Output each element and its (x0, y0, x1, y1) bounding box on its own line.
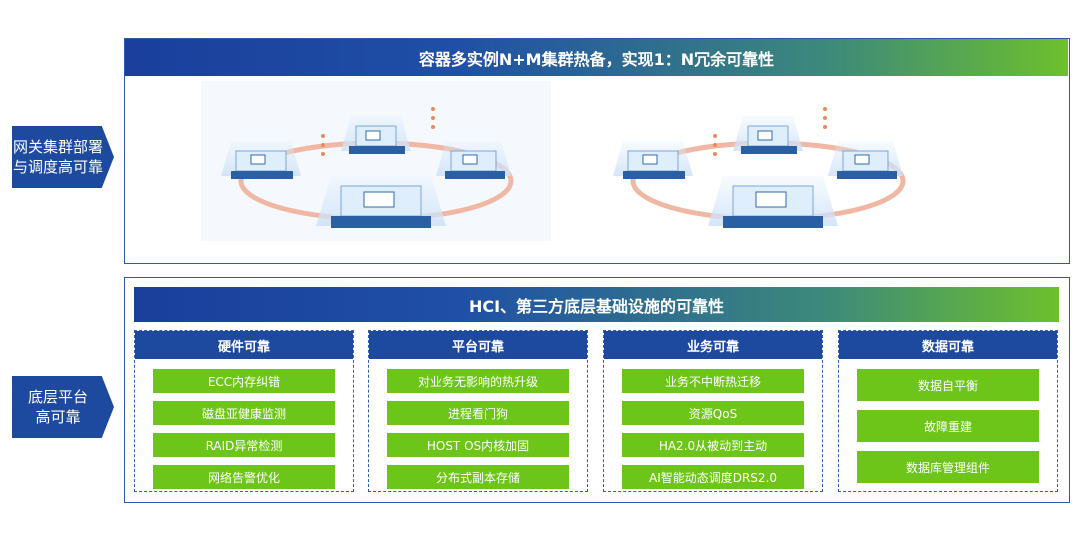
list-item: ECC内存纠错 (153, 369, 335, 393)
platform-banner-text: HCI、第三方底层基础设施的可靠性 (468, 296, 725, 316)
column-title: 业务可靠 (604, 331, 822, 359)
list-item: 业务不中断热迁移 (622, 369, 804, 393)
list-item: 磁盘亚健康监测 (153, 401, 335, 425)
list-item: AI智能动态调度DRS2.0 (622, 465, 804, 489)
list-item: 进程看门狗 (387, 401, 569, 425)
list-item: HA2.0从被动到主动 (622, 433, 804, 457)
column-data: 数据可靠 数据自平衡 故障重建 数据库管理组件 (838, 330, 1058, 492)
side-label-gateway-line1: 网关集群部署 (12, 138, 103, 156)
list-item: 数据库管理组件 (857, 451, 1039, 483)
server-device-icon (231, 150, 293, 179)
gateway-cluster-panel: 容器多实例N+M集群热备，实现1：N冗余可靠性 (124, 38, 1070, 264)
list-item: 故障重建 (857, 410, 1039, 442)
list-item: 对业务无影响的热升级 (387, 369, 569, 393)
list-item: 分布式副本存储 (387, 465, 569, 489)
list-item: 网络告警优化 (153, 465, 335, 489)
list-item: 数据自平衡 (857, 369, 1039, 401)
status-dots-icon (321, 107, 435, 156)
side-label-platform-line1: 底层平台 (27, 388, 88, 406)
platform-banner: HCI、第三方底层基础设施的可靠性 (134, 287, 1059, 322)
side-label-gateway-line2: 与调度高可靠 (12, 158, 103, 176)
side-label-gateway: 网关集群部署 与调度高可靠 (12, 126, 114, 188)
column-title: 数据可靠 (839, 331, 1057, 359)
gateway-banner-text: 容器多实例N+M集群热备，实现1：N冗余可靠性 (418, 49, 775, 69)
column-title: 平台可靠 (369, 331, 587, 359)
side-label-platform: 底层平台 高可靠 (12, 376, 114, 438)
column-platform: 平台可靠 对业务无影响的热升级 进程看门狗 HOST OS内核加固 分布式副本存… (368, 330, 588, 492)
column-business: 业务可靠 业务不中断热迁移 资源QoS HA2.0从被动到主动 AI智能动态调度… (603, 330, 823, 492)
server-cluster-icon-right (613, 107, 906, 228)
list-item: 资源QoS (622, 401, 804, 425)
column-hardware: 硬件可靠 ECC内存纠错 磁盘亚健康监测 RAID异常检测 网络告警优化 (134, 330, 354, 492)
side-label-platform-line2: 高可靠 (35, 408, 81, 426)
gateway-banner: 容器多实例N+M集群热备，实现1：N冗余可靠性 (125, 39, 1068, 76)
server-cluster-icon (201, 81, 551, 241)
list-item: HOST OS内核加固 (387, 433, 569, 457)
column-title: 硬件可靠 (135, 331, 353, 359)
list-item: RAID异常检测 (153, 433, 335, 457)
